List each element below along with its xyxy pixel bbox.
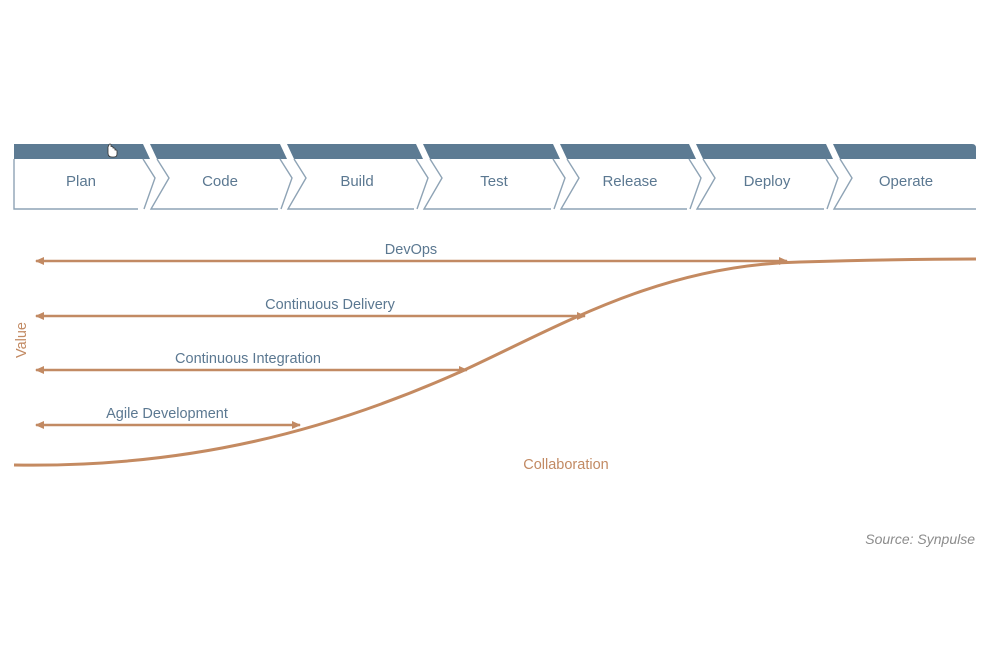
stage-deploy: Deploy <box>695 144 839 210</box>
stage-label-plan: Plan <box>66 173 96 190</box>
stage-outline <box>832 158 976 210</box>
stage-header-band <box>14 144 150 159</box>
source-caption: Source: Synpulse <box>865 531 975 547</box>
stage-label-operate: Operate <box>879 173 933 190</box>
range-agile-development: Agile Development <box>35 406 301 429</box>
stage-header-band <box>560 144 696 159</box>
stage-operate: Operate <box>832 144 976 210</box>
stage-outline <box>559 158 702 210</box>
stage-header-band <box>287 144 423 159</box>
value-curve <box>13 257 977 467</box>
stage-plan: Plan <box>13 144 156 210</box>
stage-label-code: Code <box>202 173 238 190</box>
stage-header-band <box>696 144 833 159</box>
stage-header-band <box>423 144 560 159</box>
range-label-devops: DevOps <box>385 242 437 258</box>
stage-header-band <box>833 144 976 159</box>
stage-test: Test <box>422 144 566 210</box>
range-label-continuous-integration: Continuous Integration <box>175 351 321 367</box>
stage-outline <box>422 158 566 210</box>
stage-outline <box>13 158 156 210</box>
range-continuous-integration: Continuous Integration <box>35 351 468 374</box>
range-label-continuous-delivery: Continuous Delivery <box>265 297 396 313</box>
stage-release: Release <box>559 144 702 210</box>
stage-label-build: Build <box>340 173 373 190</box>
x-axis-label: Collaboration <box>523 457 608 473</box>
stage-header-band <box>150 144 287 159</box>
pipeline-stages: Plan Code Build Test Release Deploy <box>13 144 976 210</box>
stage-label-test: Test <box>480 173 508 190</box>
stage-label-deploy: Deploy <box>744 173 791 190</box>
stage-code: Code <box>149 144 293 210</box>
stage-outline <box>695 158 839 210</box>
y-axis-label: Value <box>14 322 30 358</box>
range-continuous-delivery: Continuous Delivery <box>35 297 586 320</box>
stage-outline <box>286 158 429 210</box>
hand-cursor-icon <box>107 143 118 158</box>
range-devops: DevOps <box>35 242 788 265</box>
stage-outline <box>149 158 293 210</box>
range-label-agile-development: Agile Development <box>106 406 228 422</box>
stage-label-release: Release <box>602 173 657 190</box>
stage-build: Build <box>286 144 429 210</box>
